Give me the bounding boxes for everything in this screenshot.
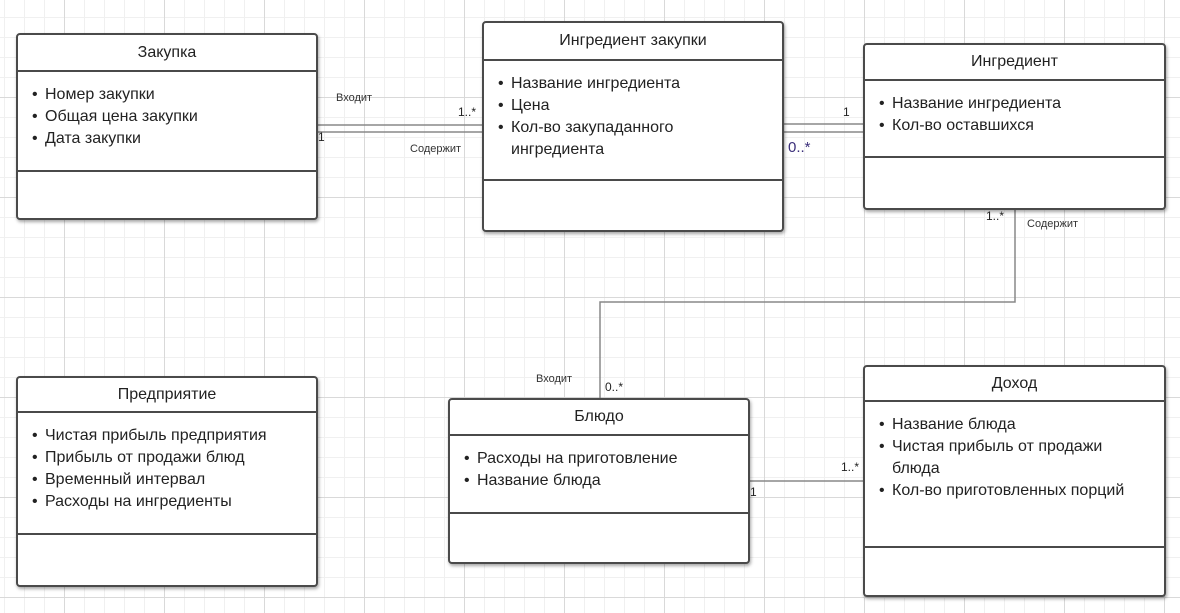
attribute: Название ингредиента xyxy=(879,93,1150,115)
class-zakupka[interactable]: Закупка Номер закупки Общая цена закупки… xyxy=(16,33,318,220)
class-predpriyatie-attributes: Чистая прибыль предприятия Прибыль от пр… xyxy=(18,413,316,535)
class-ingredient-zakupki-title: Ингредиент закупки xyxy=(484,23,782,61)
attribute: Временный интервал xyxy=(32,469,302,491)
attribute: Название блюда xyxy=(879,414,1154,436)
multiplicity: 1..* xyxy=(986,209,1005,223)
edge-ingredient-blyudo xyxy=(599,209,1016,400)
multiplicity: 0..* xyxy=(605,380,624,394)
class-blyudo[interactable]: Блюдо Расходы на приготовление Название … xyxy=(448,398,750,564)
class-dokhod-title: Доход xyxy=(865,367,1164,402)
multiplicity: 1..* xyxy=(841,460,860,474)
class-blyudo-methods xyxy=(450,514,748,562)
attribute: Расходы на ингредиенты xyxy=(32,491,302,513)
attribute: Кол-во закупаданного ингредиента xyxy=(498,117,713,161)
attribute: Прибыль от продажи блюд xyxy=(32,447,302,469)
multiplicity: 1 xyxy=(318,130,325,144)
class-zakupka-methods xyxy=(18,172,316,218)
class-dokhod[interactable]: Доход Название блюда Чистая прибыль от п… xyxy=(863,365,1166,597)
class-zakupka-attributes: Номер закупки Общая цена закупки Дата за… xyxy=(18,72,316,172)
class-ingredient-zakupki-methods xyxy=(484,181,782,230)
attribute: Кол-во приготовленных порций xyxy=(879,480,1154,502)
relation-label: Входит xyxy=(536,373,573,385)
class-blyudo-attributes: Расходы на приготовление Название блюда xyxy=(450,436,748,514)
attribute: Чистая прибыль предприятия xyxy=(32,425,302,447)
class-predpriyatie-title: Предприятие xyxy=(18,378,316,413)
class-ingredient-zakupki-attributes: Название ингредиента Цена Кол-во закупад… xyxy=(484,61,782,181)
class-ingredient-title: Ингредиент xyxy=(865,45,1164,81)
class-ingredient-attributes: Название ингредиента Кол-во оставшихся xyxy=(865,81,1164,158)
attribute: Чистая прибыль от продажи блюда xyxy=(879,436,1154,480)
attribute: Общая цена закупки xyxy=(32,106,302,128)
attribute: Номер закупки xyxy=(32,84,302,106)
class-zakupka-title: Закупка xyxy=(18,35,316,72)
multiplicity: 1..* xyxy=(458,105,477,119)
attribute: Кол-во оставшихся xyxy=(879,115,1150,137)
attribute: Дата закупки xyxy=(32,128,302,150)
attribute: Название ингредиента xyxy=(498,73,713,95)
attribute: Название блюда xyxy=(464,470,734,492)
class-ingredient-zakupki[interactable]: Ингредиент закупки Название ингредиента … xyxy=(482,21,784,232)
relation-label: Входит xyxy=(336,92,373,104)
attribute: Расходы на приготовление xyxy=(464,448,734,470)
attribute: Цена xyxy=(498,95,713,117)
relation-label: Содержит xyxy=(1027,218,1079,230)
multiplicity: 1 xyxy=(843,105,850,119)
class-ingredient[interactable]: Ингредиент Название ингредиента Кол-во о… xyxy=(863,43,1166,210)
class-blyudo-title: Блюдо xyxy=(450,400,748,436)
class-dokhod-attributes: Название блюда Чистая прибыль от продажи… xyxy=(865,402,1164,548)
multiplicity: 0..* xyxy=(788,139,811,156)
relation-label: Содержит xyxy=(410,143,462,155)
class-dokhod-methods xyxy=(865,548,1164,595)
class-predpriyatie[interactable]: Предприятие Чистая прибыль предприятия П… xyxy=(16,376,318,587)
class-predpriyatie-methods xyxy=(18,535,316,585)
class-ingredient-methods xyxy=(865,158,1164,208)
multiplicity: 1 xyxy=(750,485,757,499)
